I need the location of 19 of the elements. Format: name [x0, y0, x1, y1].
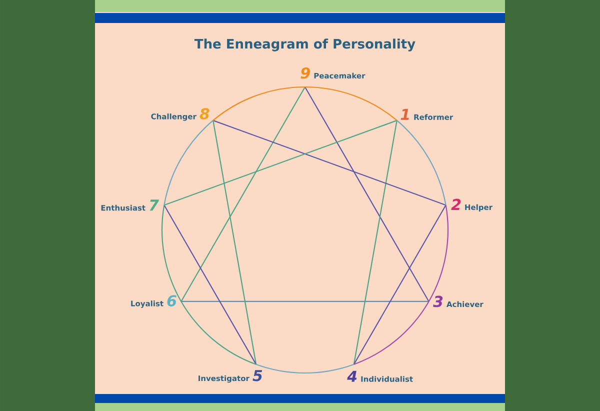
connector-line [164, 120, 398, 206]
connector-line [212, 120, 446, 206]
circle-arc [161, 205, 182, 302]
connector-line [180, 86, 306, 302]
circle-arc [304, 86, 398, 121]
circle-arc [180, 301, 256, 365]
circle-arc [212, 86, 306, 121]
connector-line [164, 204, 257, 365]
circle-arc [396, 120, 446, 206]
connector-line [353, 204, 446, 365]
connector-line [304, 86, 430, 302]
connector-line [353, 120, 398, 364]
circle-arc [256, 364, 354, 374]
circle-arc [354, 301, 430, 365]
title: The Enneagram of Personality [194, 38, 416, 52]
circle-arc [428, 205, 449, 302]
connector-line [212, 120, 257, 364]
circle-arc [164, 120, 214, 206]
connector-line [181, 300, 429, 302]
